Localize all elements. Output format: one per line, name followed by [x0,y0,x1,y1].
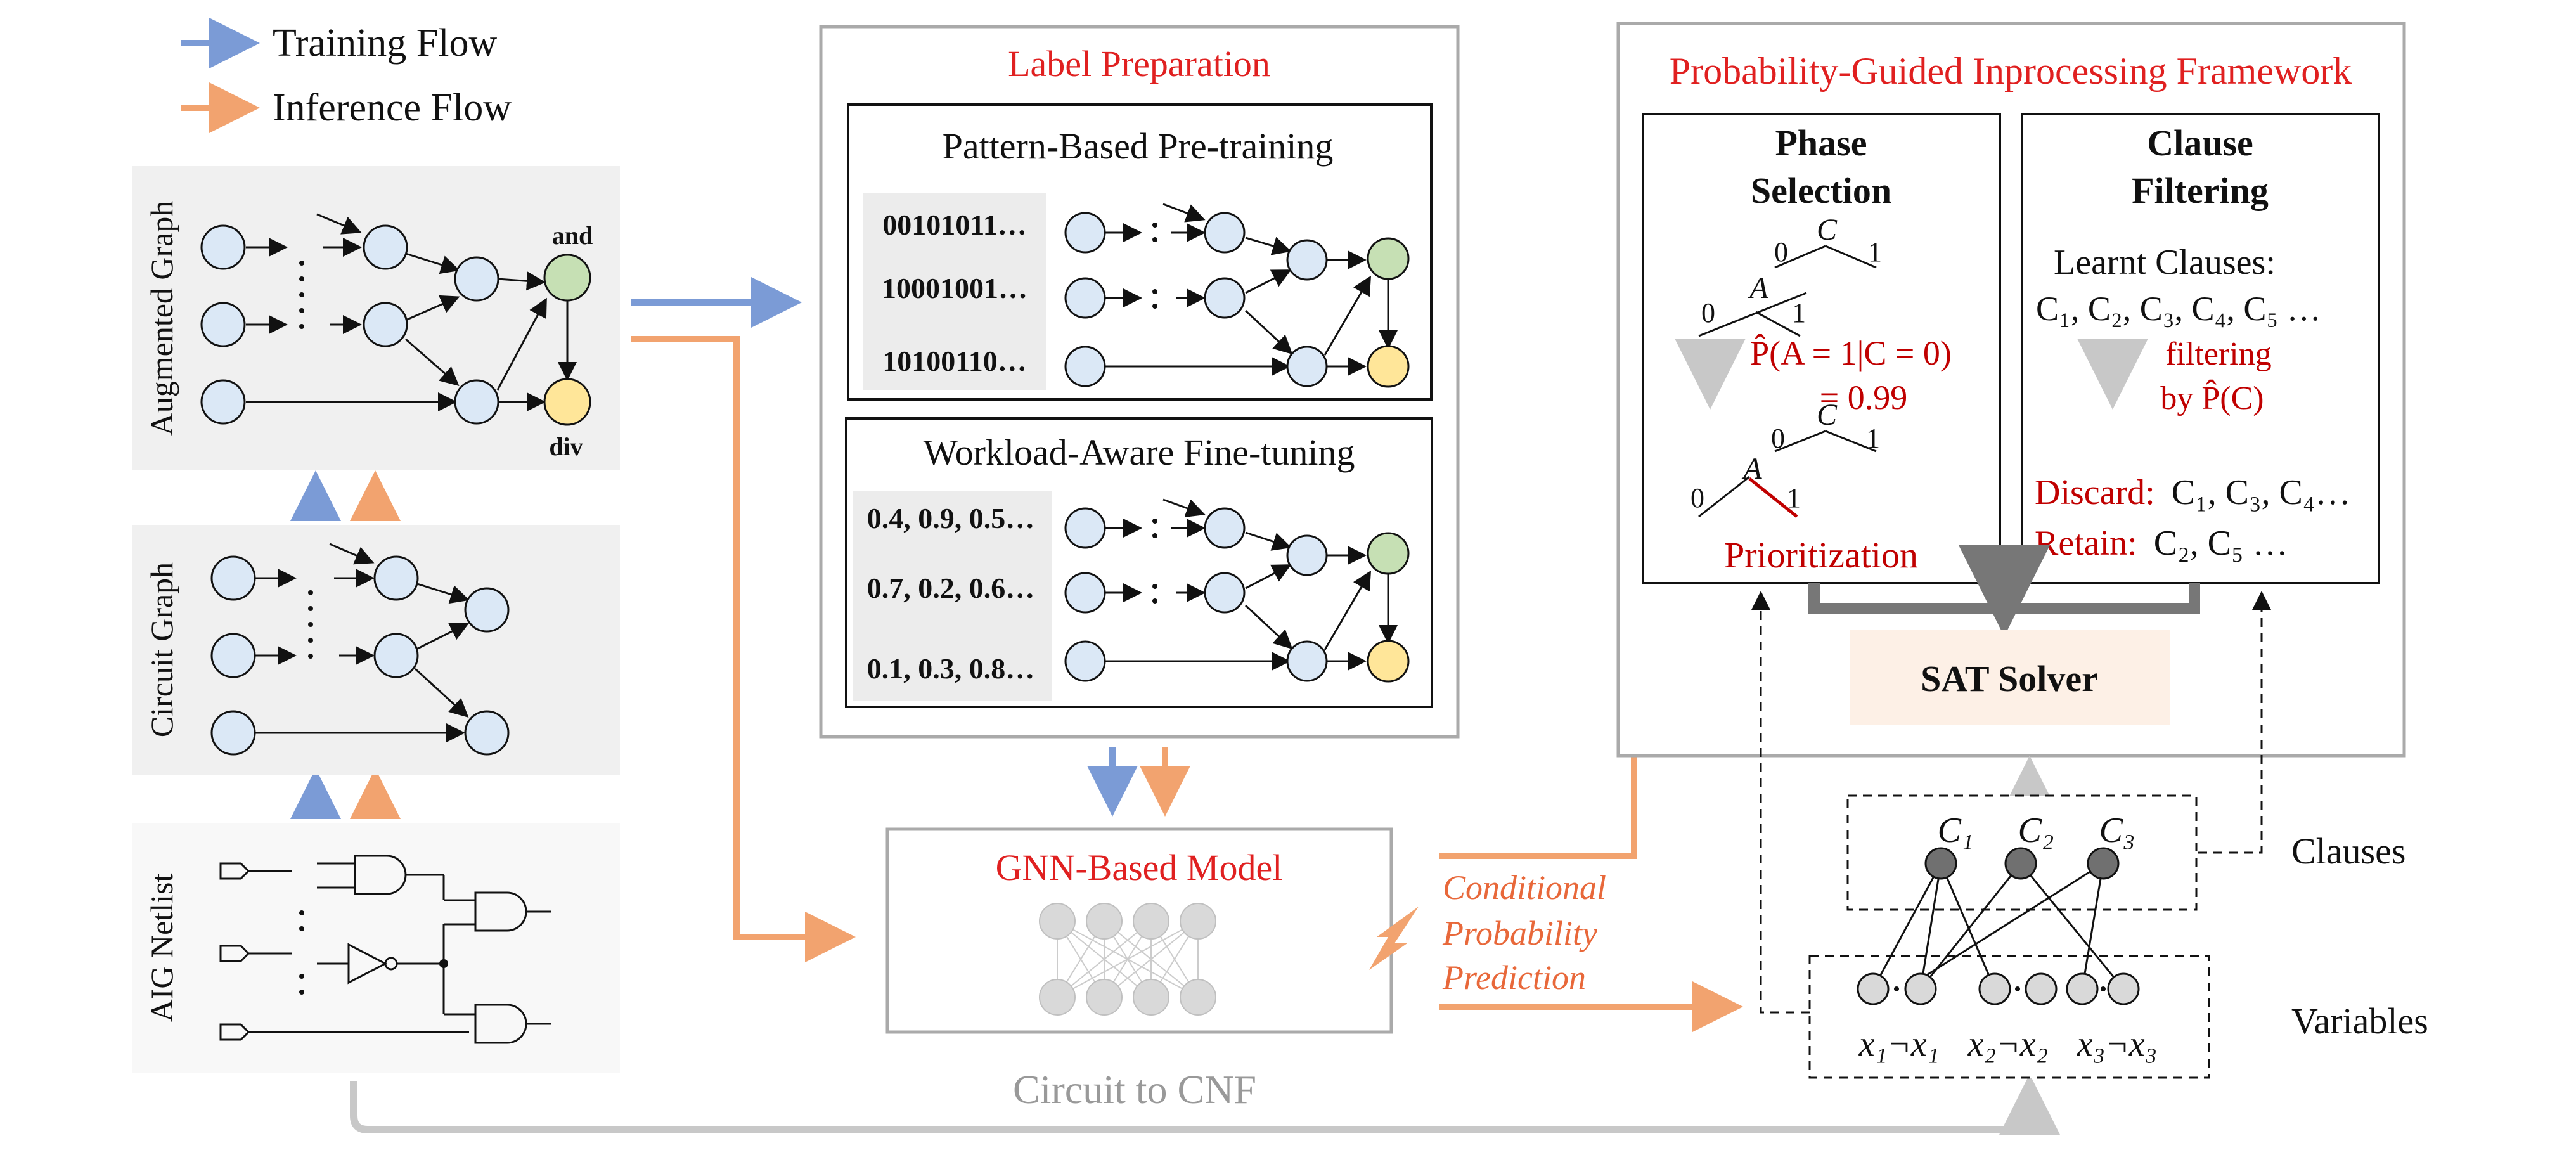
svg-text:x₂¬x₂: x₂¬x₂ [1967,1024,2048,1064]
circuit-to-cnf-flow: Circuit to CNF [350,1067,2060,1135]
inference-flow-label: Inference Flow [273,86,512,129]
svg-text:filtering: filtering [2165,336,2272,372]
clause-filtering-title: Clause [2147,122,2253,164]
svg-text:1: 1 [1787,482,1801,513]
lightning-icon [1369,907,1419,970]
svg-text:A: A [1748,271,1768,305]
div-node [543,378,591,426]
pretraining-title: Pattern-Based Pre-training [943,126,1334,167]
learnt-clauses-list: C₁, C₂, C₃, C₄, C₅ … [2036,290,2321,328]
circuit-graph-label: Circuit Graph [144,562,179,737]
pattern-row-3: 10100110… [882,345,1026,377]
discard-label: Discard: C₁, C₃, C₄… [2035,473,2350,512]
phase-selection-title: Phase [1775,122,1867,164]
label-preparation-title: Label Preparation [1008,43,1270,84]
pattern-row-1: 00101011… [882,209,1026,241]
svg-text:A: A [1741,452,1762,486]
phase-selection-box: Phase Selection C 0 1 A 0 1 P̂(A = 1|C =… [1642,113,2001,584]
pattern-row-2: 10001001… [882,272,1027,304]
svg-text:x₃¬x₃: x₃¬x₃ [2077,1024,2157,1064]
clause-nodes [1924,847,2120,880]
label-preparation-panel: Label Preparation Pattern-Based Pre-trai… [819,25,1460,739]
svg-text:Filtering: Filtering [2132,170,2269,211]
svg-text:C: C [1817,398,1838,432]
training-flow-label: Training Flow [273,22,498,65]
svg-text:0: 0 [1771,423,1785,454]
svg-text:Conditional: Conditional [1443,869,1606,907]
svg-text:0: 0 [1690,482,1704,513]
augmented-graph-panel: Augmented Graph [132,166,620,470]
aig-netlist-panel: AIG Netlist [132,823,620,1073]
circuit-graph-panel: Circuit Graph [132,525,620,775]
variable-nodes [1857,972,2140,1005]
legend: Training Flow Inference Flow [181,18,512,133]
finetuning-title: Workload-Aware Fine-tuning [924,432,1355,473]
gnn-model-title: GNN-Based Model [996,847,1283,888]
prediction-label: Conditional Probability Prediction [1442,869,1606,997]
svg-text:= 0.99: = 0.99 [1820,378,1907,417]
prioritization-label: Prioritization [1724,534,1918,576]
pretraining-box: Pattern-Based Pre-training 00101011… 100… [847,103,1433,401]
svg-text:1: 1 [1866,423,1880,454]
learnt-clauses-label: Learnt Clauses: [2054,243,2276,282]
workload-row-3: 0.1, 0.3, 0.8… [867,652,1035,685]
conditional-probability-formula: P̂(A = 1|C = 0) [1750,333,1952,372]
svg-text:C₂: C₂ [2018,811,2054,850]
workload-row-2: 0.7, 0.2, 0.6… [867,572,1035,604]
svg-text:1: 1 [1868,236,1882,268]
svg-text:by P̂(C): by P̂(C) [2160,379,2264,417]
svg-text:C: C [1817,213,1838,247]
svg-text:C₁: C₁ [1938,811,1974,850]
and-node [543,254,591,302]
augmented-graph-label: Augmented Graph [144,201,179,436]
svg-text:0: 0 [1774,236,1788,268]
variables-label: Variables [2291,1000,2428,1042]
gnn-model-box: GNN-Based Model [886,827,1393,1034]
sat-solver-box: SAT Solver [1850,630,2170,725]
svg-text:1: 1 [1792,297,1806,328]
svg-text:Probability: Probability [1442,914,1597,952]
svg-text:Prediction: Prediction [1442,959,1586,997]
aig-netlist-label: AIG Netlist [144,874,179,1023]
circuit-to-cnf-label: Circuit to CNF [1013,1067,1256,1112]
finetuning-box: Workload-Aware Fine-tuning 0.4, 0.9, 0.5… [845,417,1433,708]
svg-text:0: 0 [1701,297,1715,328]
svg-text:Selection: Selection [1751,170,1891,211]
and-label: and [552,221,593,250]
clause-filtering-box: Clause Filtering Learnt Clauses: C₁, C₂,… [2021,113,2380,584]
svg-text:x₁¬x₁: x₁¬x₁ [1858,1024,1939,1064]
clauses-label: Clauses [2291,830,2405,872]
sat-solver-label: SAT Solver [1921,658,2098,699]
workload-row-1: 0.4, 0.9, 0.5… [867,502,1035,534]
svg-text:C₃: C₃ [2099,811,2135,850]
inprocessing-framework-panel: Probability-Guided Inprocessing Framewor… [1616,22,2406,758]
framework-title: Probability-Guided Inprocessing Framewor… [1670,50,2352,92]
div-label: div [549,432,583,461]
retain-label: Retain: C₂, C₅ … [2035,524,2288,563]
